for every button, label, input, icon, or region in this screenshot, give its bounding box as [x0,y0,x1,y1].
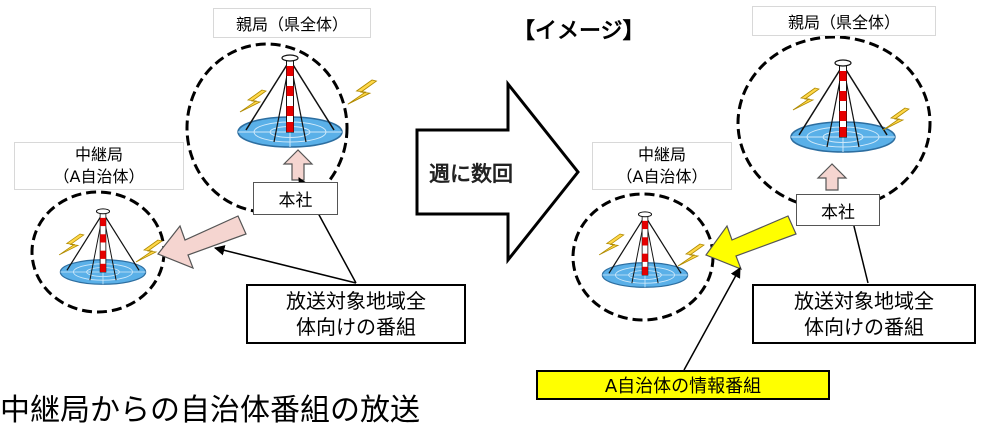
left-hq-up-arrow [282,149,314,181]
right-relay-feed-arrow [705,215,797,271]
left-relay-station-label: 中継局 （A自治体） [14,142,184,190]
weekly-transition-arrow [415,79,580,265]
right-relay-station-line1: 中継局 [637,145,686,164]
right-relay-antenna-icon [598,211,705,288]
right-parent-antenna-icon [790,59,910,153]
left-relay-station-line2: （A自治体） [53,167,145,186]
right-hq-box: 本社 [796,194,880,226]
right-program-line2: 体向けの番組 [804,315,924,339]
left-hq-box: 本社 [253,182,338,215]
left-relay-station-line1: 中継局 [74,145,123,164]
right-program-box: 放送対象地域全 体向けの番組 [752,284,976,344]
right-program-line1: 放送対象地域全 [794,289,934,313]
right-relay-station-label: 中継局 （A自治体） [592,142,732,190]
local-program-box: A自治体の情報番組 [536,370,830,400]
right-parent-station-label: 親局（県全体） [752,6,936,36]
left-program-line2: 体向けの番組 [296,315,416,339]
image-title: 【イメージ】 [513,19,645,44]
left-relay-antenna-icon [58,208,163,285]
left-program-line1: 放送対象地域全 [286,289,426,313]
caption: 中継局からの自治体番組の放送 [0,393,420,428]
left-relay-feed-arrow [157,215,247,270]
right-hq-up-arrow [816,163,848,191]
left-program-box: 放送対象地域全 体向けの番組 [246,284,466,344]
left-parent-antenna-icon [237,54,377,148]
arrow-label: 週に数回 [429,162,513,186]
right-relay-station-line2: （A自治体） [616,167,708,186]
left-parent-station-label: 親局（県全体） [213,8,371,38]
